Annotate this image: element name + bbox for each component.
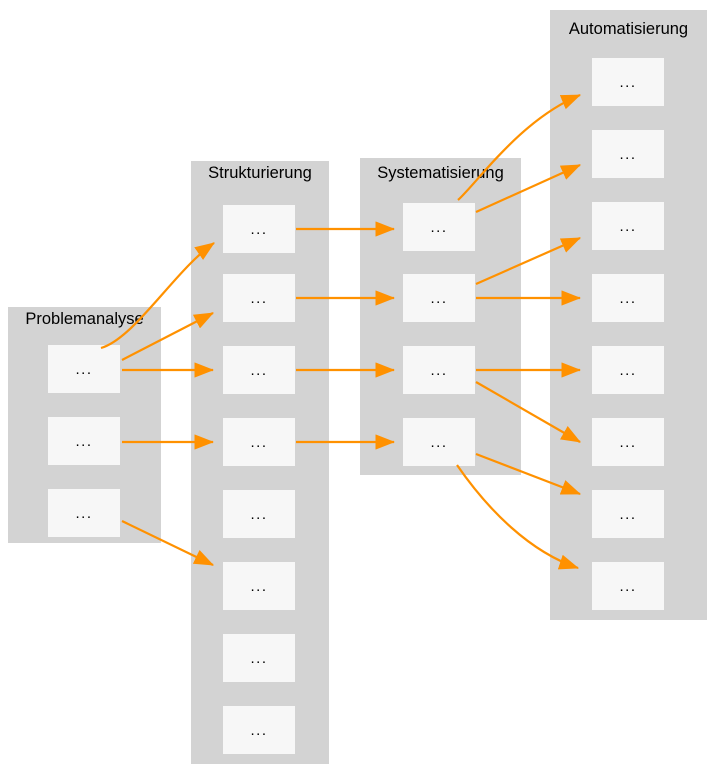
node-box-a8[interactable]: ... (592, 562, 664, 610)
node-label: ... (250, 361, 268, 379)
node-box-s7[interactable]: ... (223, 634, 295, 682)
node-label: ... (619, 361, 637, 379)
node-box-a7[interactable]: ... (592, 490, 664, 538)
node-label: ... (619, 145, 637, 163)
node-box-s6[interactable]: ... (223, 562, 295, 610)
node-label: ... (75, 360, 93, 378)
phase-title-systematisierung: Systematisierung (377, 164, 504, 182)
node-box-s5[interactable]: ... (223, 490, 295, 538)
node-label: ... (250, 289, 268, 307)
node-label: ... (430, 433, 448, 451)
node-box-p2[interactable]: ... (48, 417, 120, 465)
node-box-y1[interactable]: ... (403, 203, 475, 251)
node-box-a1[interactable]: ... (592, 58, 664, 106)
node-label: ... (75, 504, 93, 522)
node-box-p3[interactable]: ... (48, 489, 120, 537)
node-label: ... (619, 289, 637, 307)
node-box-a2[interactable]: ... (592, 130, 664, 178)
node-label: ... (619, 433, 637, 451)
node-label: ... (619, 217, 637, 235)
node-box-a4[interactable]: ... (592, 274, 664, 322)
node-box-y2[interactable]: ... (403, 274, 475, 322)
node-label: ... (619, 505, 637, 523)
node-box-s2[interactable]: ... (223, 274, 295, 322)
node-box-s8[interactable]: ... (223, 706, 295, 754)
node-box-a3[interactable]: ... (592, 202, 664, 250)
node-label: ... (250, 721, 268, 739)
node-label: ... (250, 577, 268, 595)
node-label: ... (250, 649, 268, 667)
node-label: ... (430, 361, 448, 379)
phase-title-strukturierung: Strukturierung (208, 164, 312, 182)
node-box-s3[interactable]: ... (223, 346, 295, 394)
phase-title-problemanalyse: Problemanalyse (25, 310, 144, 328)
node-box-s1[interactable]: ... (223, 205, 295, 253)
phase-title-automatisierung: Automatisierung (568, 20, 689, 38)
node-label: ... (250, 220, 268, 238)
node-box-s4[interactable]: ... (223, 418, 295, 466)
node-box-y4[interactable]: ... (403, 418, 475, 466)
node-label: ... (250, 505, 268, 523)
node-label: ... (430, 289, 448, 307)
node-label: ... (75, 432, 93, 450)
node-label: ... (619, 577, 637, 595)
node-box-a6[interactable]: ... (592, 418, 664, 466)
node-box-a5[interactable]: ... (592, 346, 664, 394)
node-box-y3[interactable]: ... (403, 346, 475, 394)
node-label: ... (430, 218, 448, 236)
node-box-p1[interactable]: ... (48, 345, 120, 393)
node-label: ... (250, 433, 268, 451)
node-label: ... (619, 73, 637, 91)
